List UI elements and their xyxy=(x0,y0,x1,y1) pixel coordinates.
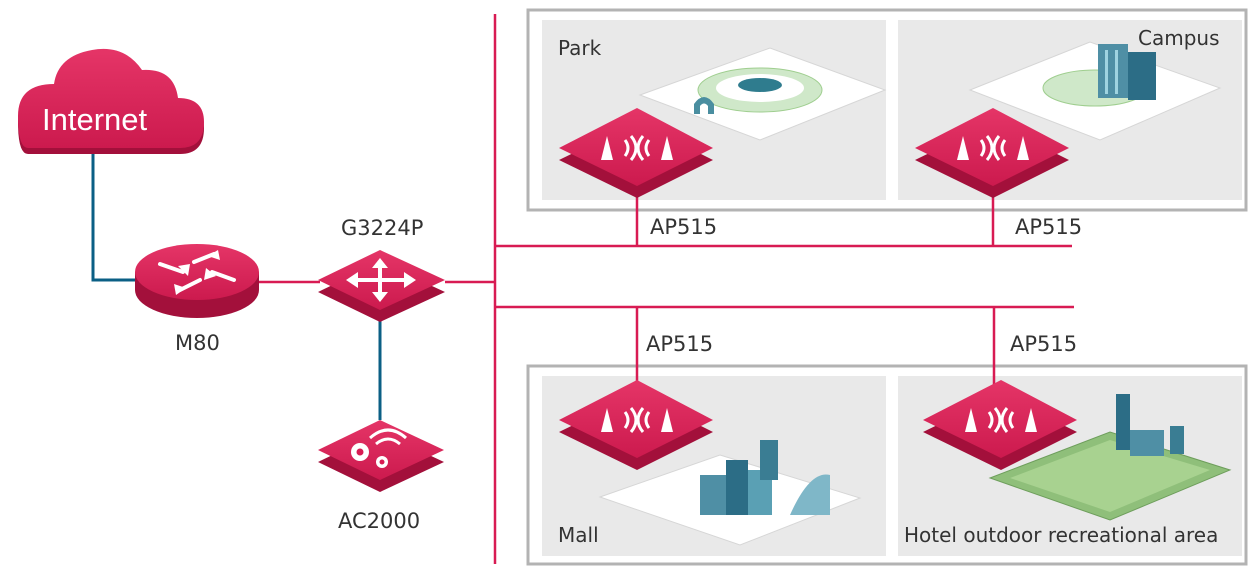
park-illustration xyxy=(638,47,887,141)
mall-illustration xyxy=(598,440,862,546)
scene-name-mall: Mall xyxy=(558,523,599,547)
ap-hotel-icon xyxy=(923,380,1077,470)
bottom-scenes-panel xyxy=(526,364,1248,566)
ap-label-hotel: AP515 xyxy=(1010,332,1078,356)
top-scenes-panel xyxy=(526,8,1248,212)
network-bus xyxy=(255,14,1074,564)
ap-label-park: AP515 xyxy=(650,215,718,239)
ap-mall-icon xyxy=(559,380,713,470)
ap-label-campus: AP515 xyxy=(1015,215,1083,239)
scene-name-campus: Campus xyxy=(1138,26,1220,50)
uplink-lines xyxy=(91,150,382,420)
router-label: M80 xyxy=(175,331,220,355)
scene-name-park: Park xyxy=(558,36,602,60)
controller-icon xyxy=(318,420,444,492)
ap-park-icon xyxy=(559,108,713,198)
internet-label: Internet xyxy=(42,102,148,137)
switch-icon xyxy=(318,250,445,322)
controller-label: AC2000 xyxy=(338,509,421,533)
switch-label: G3224P xyxy=(341,216,424,240)
ap-label-mall: AP515 xyxy=(646,332,714,356)
hotel-illustration xyxy=(988,394,1232,521)
ap-campus-icon xyxy=(915,108,1069,198)
router-icon xyxy=(135,244,259,318)
campus-illustration xyxy=(968,41,1222,141)
internet-cloud-icon xyxy=(18,48,204,154)
scene-name-hotel: Hotel outdoor recreational area xyxy=(904,523,1219,547)
